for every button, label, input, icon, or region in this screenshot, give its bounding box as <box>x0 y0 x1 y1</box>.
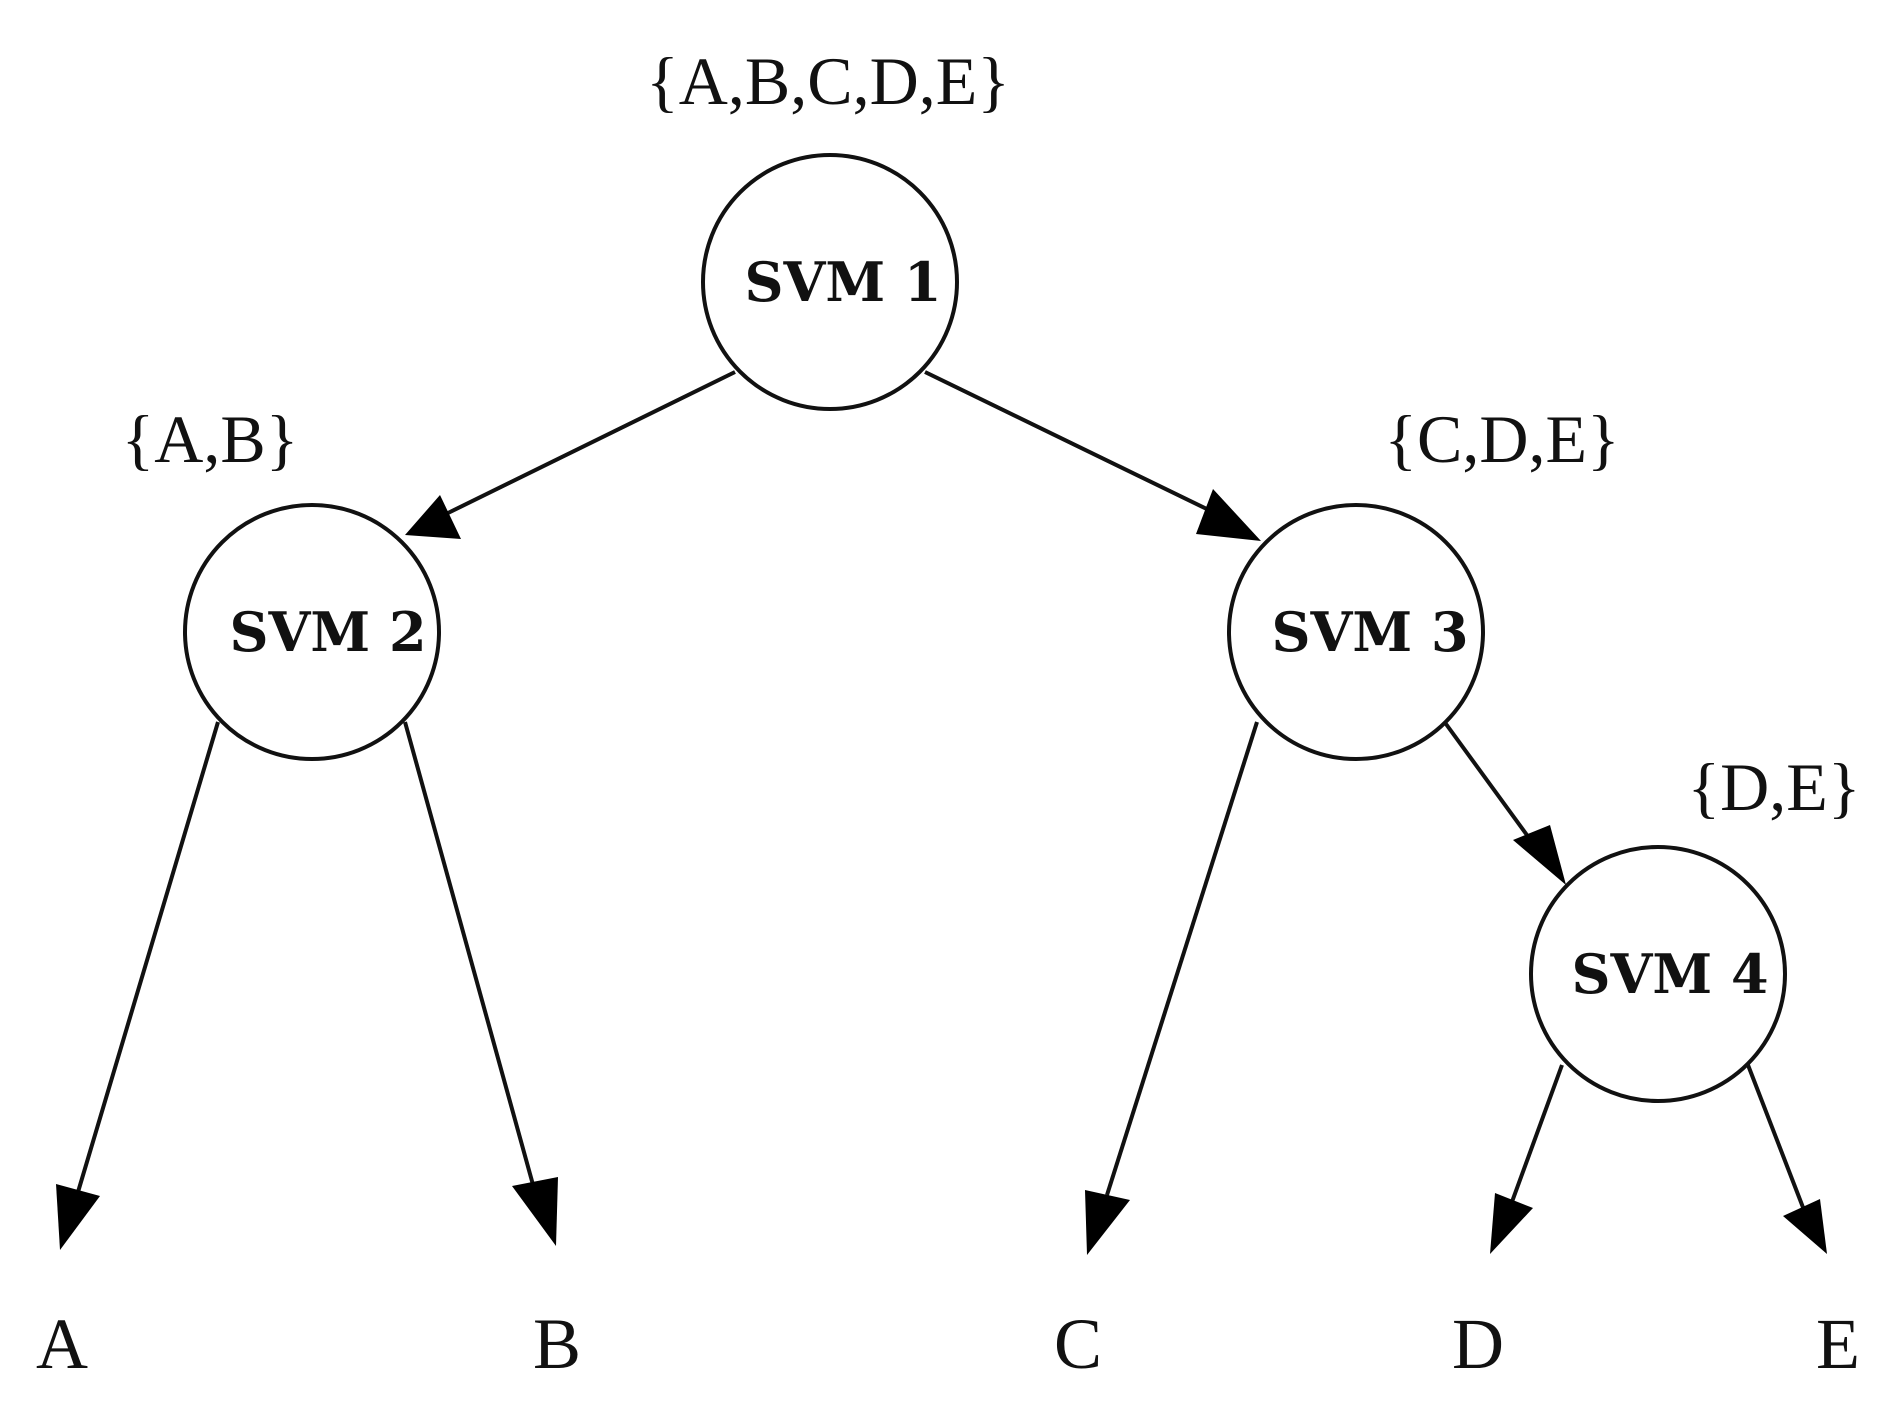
svm1-node: SVM 1 {A,B,C,D,E} <box>646 43 1010 411</box>
leaves: A B C D E <box>36 1304 1860 1384</box>
edge-svm2-to-a <box>56 721 220 1250</box>
leaf-a-label: A <box>36 1304 88 1384</box>
edge-svm2-to-b <box>403 721 558 1246</box>
edges <box>56 370 1827 1255</box>
svm3-circle <box>1227 503 1485 761</box>
svm1-circle <box>701 153 959 411</box>
svm2-node: SVM 2 {A,B} <box>122 401 441 761</box>
leaf-b-label: B <box>533 1304 581 1384</box>
svm4-node: SVM 4 {D,E} <box>1529 749 1861 1103</box>
svm4-circle <box>1529 845 1787 1103</box>
svm2-circle <box>183 503 441 761</box>
svm4-set-label: {D,E} <box>1688 749 1861 825</box>
edge-svm4-to-e <box>1746 1064 1827 1254</box>
svm4-label: SVM 4 <box>1571 942 1768 1006</box>
svm1-label: SVM 1 <box>744 250 941 314</box>
leaf-e-label: E <box>1816 1304 1860 1384</box>
leaf-c-label: C <box>1054 1304 1102 1384</box>
leaf-d-label: D <box>1452 1304 1504 1384</box>
svm2-label: SVM 2 <box>229 600 426 664</box>
svm2-set-label: {A,B} <box>122 401 299 477</box>
svm3-label: SVM 3 <box>1271 600 1468 664</box>
edge-svm4-to-d <box>1490 1064 1564 1254</box>
edge-svm3-to-c <box>1085 721 1259 1255</box>
svm3-set-label: {C,D,E} <box>1384 401 1619 477</box>
edge-svm3-to-svm4 <box>1444 722 1566 885</box>
edge-svm1-to-svm3 <box>924 370 1261 541</box>
svm3-node: SVM 3 {C,D,E} <box>1227 401 1620 761</box>
svm1-set-label: {A,B,C,D,E} <box>646 43 1010 119</box>
edge-svm1-to-svm2 <box>405 370 736 539</box>
